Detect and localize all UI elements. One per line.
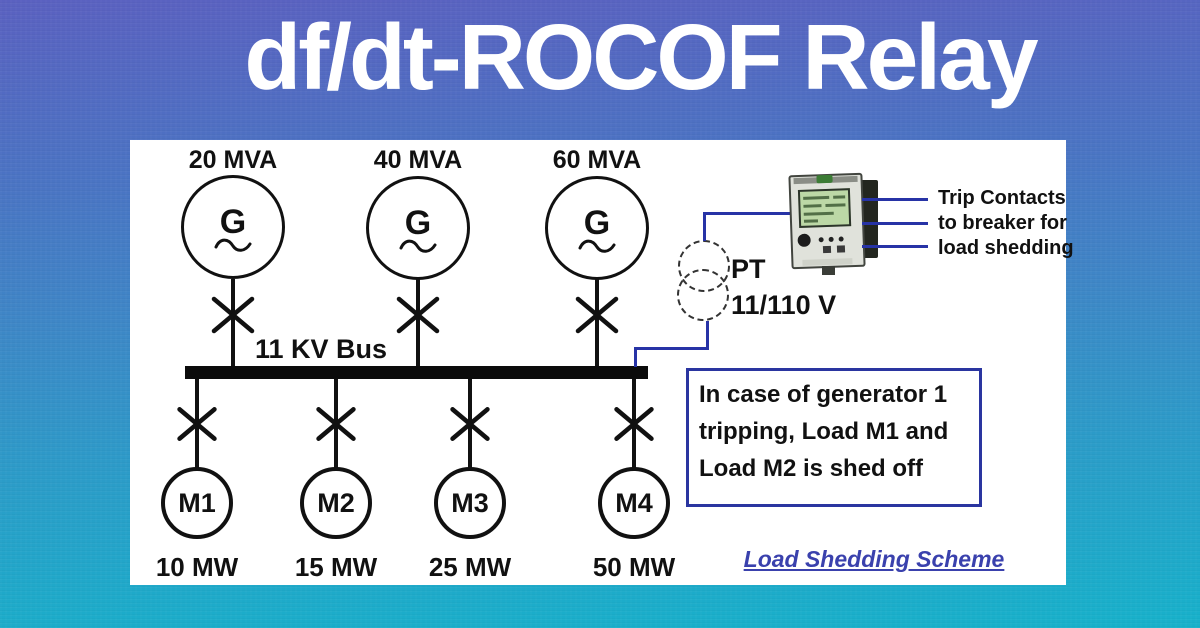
sine-wave-icon xyxy=(214,238,252,252)
motor4-symbol-icon: M4 xyxy=(598,467,670,539)
motor3-power-label: 25 MW xyxy=(428,552,512,582)
page-title: df/dt-ROCOF Relay xyxy=(244,5,1038,109)
lcd-text-line xyxy=(825,203,846,208)
motor1-power-label: 10 MW xyxy=(155,552,239,582)
motor1-name: M1 xyxy=(178,487,216,518)
generator1-rating-label: 20 MVA xyxy=(188,146,278,174)
generator3-breaker-icon xyxy=(575,296,619,334)
load1-breaker-icon xyxy=(177,407,217,441)
load3-breaker-icon xyxy=(450,407,490,441)
motor3-symbol-icon: M3 xyxy=(434,467,506,539)
generator3-symbol-icon: G xyxy=(545,176,649,280)
bus-voltage-label: 11 KV Bus xyxy=(254,334,388,364)
sine-wave-icon xyxy=(399,239,437,253)
load-shedding-note-box: In case of generator 1 tripping, Load M1… xyxy=(686,368,982,507)
motor4-name: M4 xyxy=(615,487,653,518)
relay-led-dot xyxy=(818,237,824,243)
generator2-rating-label: 40 MVA xyxy=(373,146,463,174)
lcd-text-line xyxy=(803,219,819,223)
generator2-feeder-line xyxy=(416,279,420,367)
trip-contact-wire xyxy=(862,245,928,248)
note-line: Load M2 is shed off xyxy=(699,455,924,482)
trip-contacts-note: Trip Contacts to breaker for load sheddi… xyxy=(938,186,1178,261)
relay-led-dot xyxy=(838,236,844,242)
motor2-power-label: 15 MW xyxy=(294,552,378,582)
motor1-symbol-icon: M1 xyxy=(161,467,233,539)
generator1-letter: G xyxy=(219,203,247,241)
pt-to-relay-wire xyxy=(703,212,802,215)
bus-to-pt-wire xyxy=(706,321,709,350)
generator1-symbol-icon: G xyxy=(181,175,285,279)
trip-contact-wire xyxy=(862,222,928,225)
note-line: tripping, Load M1 and xyxy=(699,418,949,445)
relay-lcd-screen xyxy=(797,188,852,228)
pt-transformer-icon xyxy=(677,269,729,321)
generator3-feeder-line xyxy=(595,279,599,367)
lcd-text-line xyxy=(803,204,822,208)
relay-button xyxy=(836,245,846,253)
relay-led-dot xyxy=(828,236,834,242)
note-line: In case of generator 1 xyxy=(699,381,948,408)
generator3-rating-label: 60 MVA xyxy=(552,146,642,174)
relay-top-tab xyxy=(816,174,833,184)
motor3-name: M3 xyxy=(451,487,489,518)
pt-ratio-label: 11/110 V xyxy=(731,290,837,320)
load2-breaker-icon xyxy=(316,407,356,441)
generator1-breaker-icon xyxy=(211,296,255,334)
generator2-breaker-icon xyxy=(396,296,440,334)
generator2-symbol-icon: G xyxy=(366,176,470,280)
trip-note-line: Trip Contacts xyxy=(938,187,1066,209)
motor2-symbol-icon: M2 xyxy=(300,467,372,539)
lcd-text-line xyxy=(803,211,834,216)
lcd-text-line xyxy=(803,195,830,200)
motor4-power-label: 50 MW xyxy=(592,552,676,582)
trip-note-line: to breaker for xyxy=(938,212,1067,234)
lcd-text-line xyxy=(833,195,846,199)
scheme-caption: Load Shedding Scheme xyxy=(743,546,1005,572)
bus-to-pt-wire xyxy=(634,347,709,350)
relay-label-strip xyxy=(802,258,853,266)
motor2-name: M2 xyxy=(317,487,355,518)
sine-wave-icon xyxy=(578,239,616,253)
trip-note-line: load shedding xyxy=(938,237,1074,259)
generator2-letter: G xyxy=(404,204,432,242)
relay-mounting-foot xyxy=(822,266,835,275)
generator3-letter: G xyxy=(583,204,611,242)
pt-to-relay-wire xyxy=(703,213,706,241)
relay-knob xyxy=(797,233,811,248)
bus-bar xyxy=(185,366,648,379)
pt-label: PT xyxy=(731,254,766,284)
load4-breaker-icon xyxy=(614,407,654,441)
trip-contact-wire xyxy=(862,198,928,201)
generator1-feeder-line xyxy=(231,279,235,367)
single-line-diagram-panel: 20 MVA 40 MVA 60 MVA G G G 11 KV Bus xyxy=(130,140,1074,585)
relay-button xyxy=(822,245,832,254)
relay-front-panel xyxy=(788,172,866,270)
bus-to-pt-wire xyxy=(634,349,637,367)
